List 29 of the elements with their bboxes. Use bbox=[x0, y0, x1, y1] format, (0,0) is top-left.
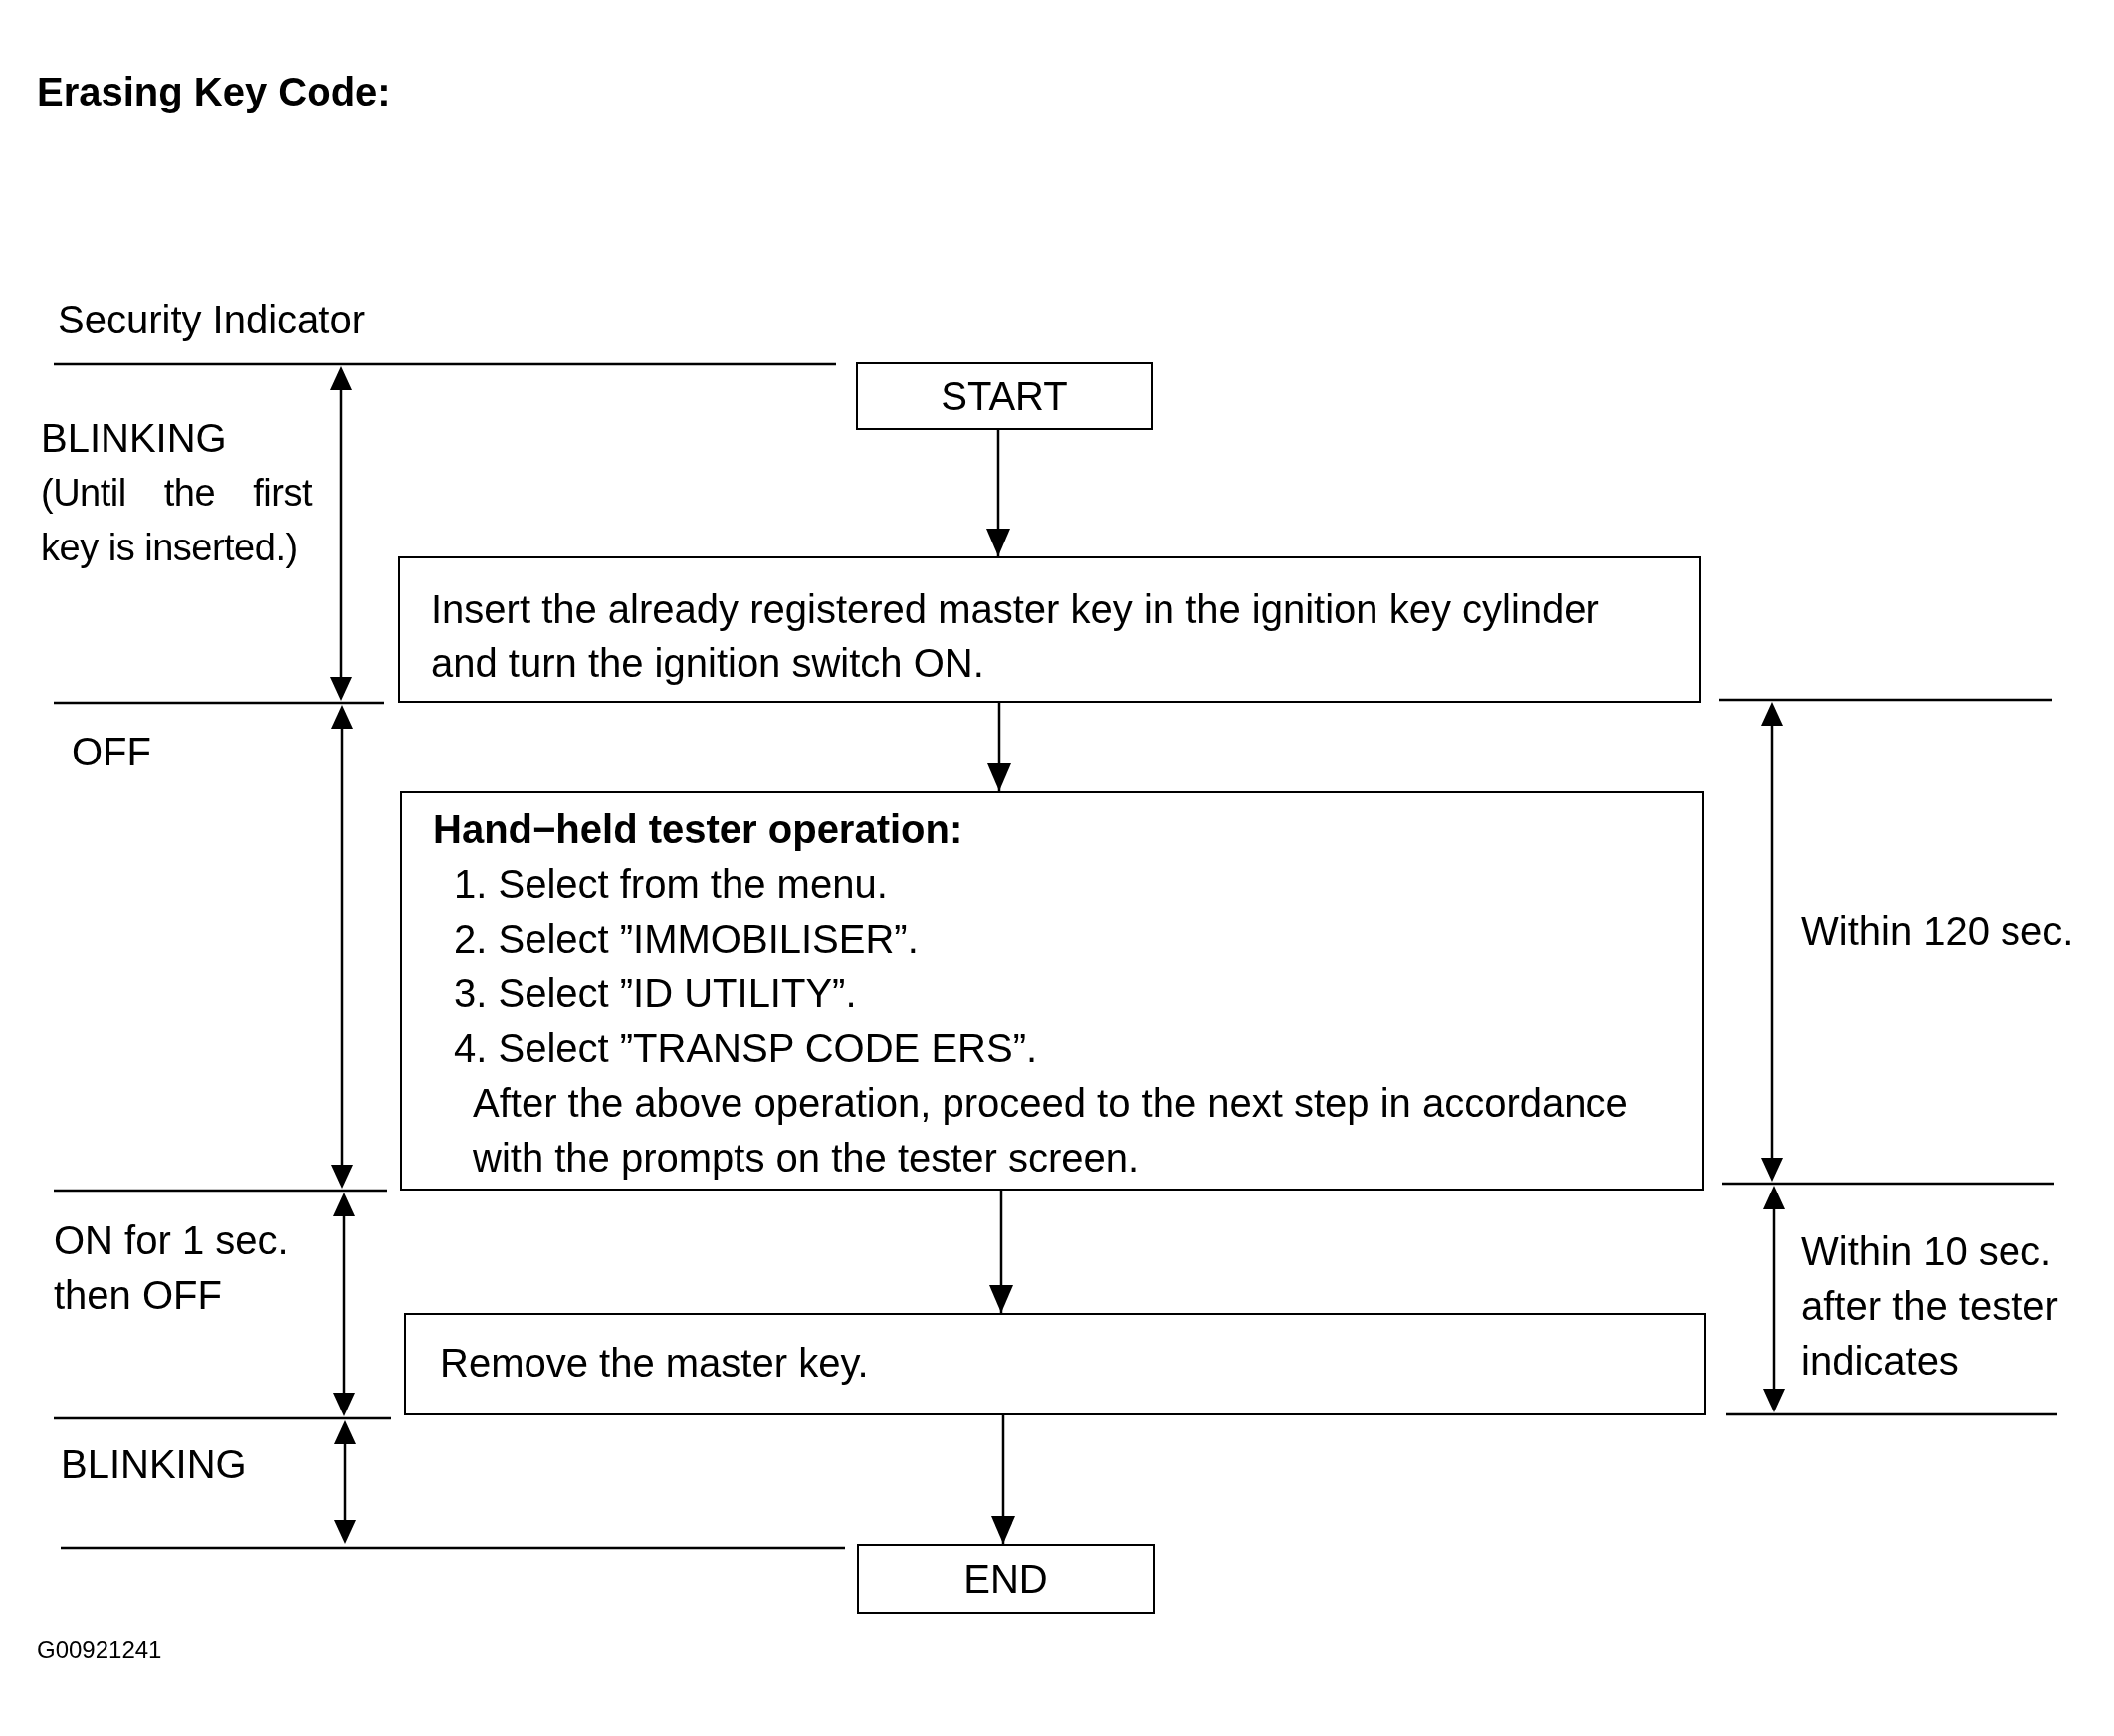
box-label: START bbox=[941, 373, 1068, 420]
process-box bbox=[404, 1313, 1706, 1415]
list-item: 3. Select ”ID UTILITY”. bbox=[454, 971, 857, 1017]
process-box bbox=[398, 556, 1701, 703]
arrow bbox=[991, 1415, 1015, 1544]
start-box bbox=[856, 362, 1153, 430]
step-heading: Hand−held tester operation: bbox=[433, 806, 963, 853]
state-note: (Until the first key is inserted.) bbox=[41, 471, 312, 570]
time-limit-label: Within 10 sec. after the tester indicates bbox=[1801, 1228, 2059, 1385]
step-note: After the above operation, proceed to the next step in accordance with the prompts on the tester screen. bbox=[473, 1080, 1629, 1182]
step-text: Insert the already registered master key in the ignition key cylinder and turn the ignition switch ON. bbox=[431, 586, 1600, 687]
box-label: END bbox=[963, 1556, 1048, 1603]
indicator-heading: Security Indicator bbox=[58, 297, 366, 343]
list-item: 2. Select ”IMMOBILISER”. bbox=[454, 916, 919, 963]
state-label: ON for 1 sec. then OFF bbox=[54, 1217, 290, 1319]
state-label: BLINKING bbox=[61, 1441, 247, 1488]
list-item: 4. Select ”TRANSP CODE ERS”. bbox=[454, 1025, 1038, 1072]
arrow bbox=[986, 430, 1010, 556]
arrow bbox=[987, 703, 1011, 791]
state-label: OFF bbox=[72, 729, 151, 775]
end-box bbox=[857, 1544, 1155, 1614]
diagram-title: Erasing Key Code: bbox=[37, 69, 391, 115]
step-text: Remove the master key. bbox=[440, 1339, 869, 1387]
time-limit-label: Within 120 sec. bbox=[1801, 908, 2075, 955]
list-item: 1. Select from the menu. bbox=[454, 861, 888, 908]
process-box bbox=[400, 791, 1704, 1191]
state-label: BLINKING bbox=[41, 415, 227, 462]
figure-code: G00921241 bbox=[37, 1635, 162, 1665]
arrow bbox=[989, 1191, 1013, 1313]
